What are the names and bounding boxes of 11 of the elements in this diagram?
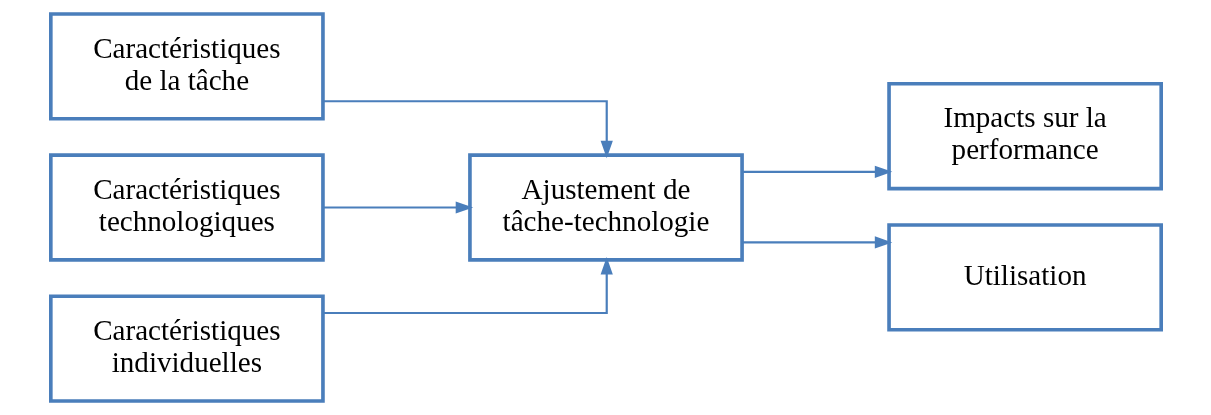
arrow (322, 256, 613, 315)
arrow (322, 100, 613, 159)
node-box: Impacts sur la performance (886, 82, 1163, 191)
arrow (741, 236, 892, 249)
node-box: Ajustement de tâche-technologie (467, 153, 744, 262)
node-box: Caractéristiques de la tâche (48, 12, 325, 121)
arrow (322, 201, 473, 214)
node-box: Caractéristiques technologiques (48, 153, 325, 262)
arrow (741, 165, 892, 178)
node-box: Caractéristiques individuelles (48, 294, 325, 403)
node-box: Utilisation (886, 223, 1163, 332)
